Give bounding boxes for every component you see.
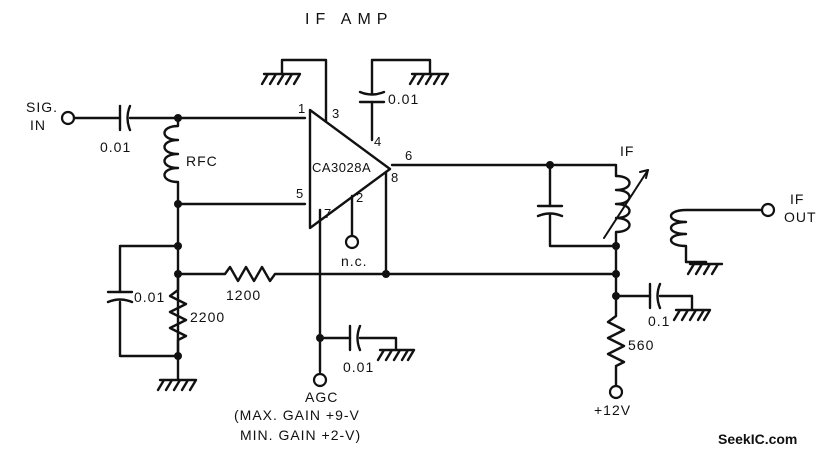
- pin-3: 3: [332, 106, 339, 121]
- pin-1: 1: [298, 101, 305, 116]
- bypass-capacitor-value: 0.1: [648, 313, 670, 329]
- resistor-1200-value: 1200: [226, 287, 261, 303]
- pin4-capacitor: [358, 58, 450, 142]
- rfc-label: RFC: [186, 153, 218, 169]
- supply-label: +12V: [594, 402, 631, 418]
- pin-2: 2: [356, 190, 363, 205]
- resistor-2200: [168, 272, 188, 358]
- resistor-560-value: 560: [628, 337, 654, 353]
- pin3-ground: [260, 58, 328, 123]
- left-capacitor-value: 0.01: [134, 289, 165, 305]
- pin-5: 5: [296, 186, 303, 201]
- pin6-output-wire: [390, 163, 618, 178]
- pin5-wire: [176, 202, 307, 358]
- rfc-inductor: [163, 116, 180, 206]
- sig-in-label-1: SIG.: [26, 99, 58, 115]
- resistor-560: [606, 272, 626, 388]
- pin-6: 6: [405, 148, 412, 163]
- if-transformer-label: IF: [620, 143, 634, 159]
- ic-name: CA3028A: [312, 160, 371, 175]
- ground-bottom-left: [156, 354, 198, 392]
- left-capacitor-branch: [106, 244, 180, 358]
- agc-note-2: MIN. GAIN +2-V): [240, 427, 361, 443]
- agc-label: AGC: [305, 389, 338, 405]
- if-transformer-primary: [603, 169, 649, 276]
- pin-8: 8: [391, 170, 398, 185]
- resistor-1200: [176, 265, 618, 283]
- if-transformer-secondary: [669, 208, 764, 276]
- nc-label: n.c.: [341, 253, 368, 269]
- ic-triangle: [308, 108, 392, 230]
- diagram-title: IF AMP: [305, 11, 393, 28]
- input-capacitor-value: 0.01: [100, 139, 131, 155]
- junction-dots: [174, 114, 620, 360]
- input-capacitor: [118, 104, 132, 132]
- agc-note-1: (MAX. GAIN +9-V: [234, 407, 360, 423]
- resistor-2200-value: 2200: [190, 309, 225, 325]
- agc-capacitor-value: 0.01: [343, 359, 374, 375]
- sig-in-terminal: [60, 110, 76, 126]
- agc-line: [318, 208, 416, 374]
- pin-7: 7: [324, 206, 331, 221]
- if-out-label-2: OUT: [784, 209, 817, 225]
- if-out-terminal: [760, 202, 776, 218]
- bypass-capacitor: [614, 282, 712, 322]
- watermark: SeekIC.com: [718, 431, 797, 447]
- pin2-nc: [344, 194, 360, 250]
- tuning-capacitor: [536, 163, 618, 248]
- if-out-label-1: IF: [790, 191, 804, 207]
- sig-in-label-2: IN: [30, 117, 46, 133]
- agc-terminal: [312, 372, 328, 388]
- pin4-capacitor-value: 0.01: [388, 91, 419, 107]
- pin-4: 4: [374, 134, 381, 149]
- supply-terminal: [608, 384, 624, 400]
